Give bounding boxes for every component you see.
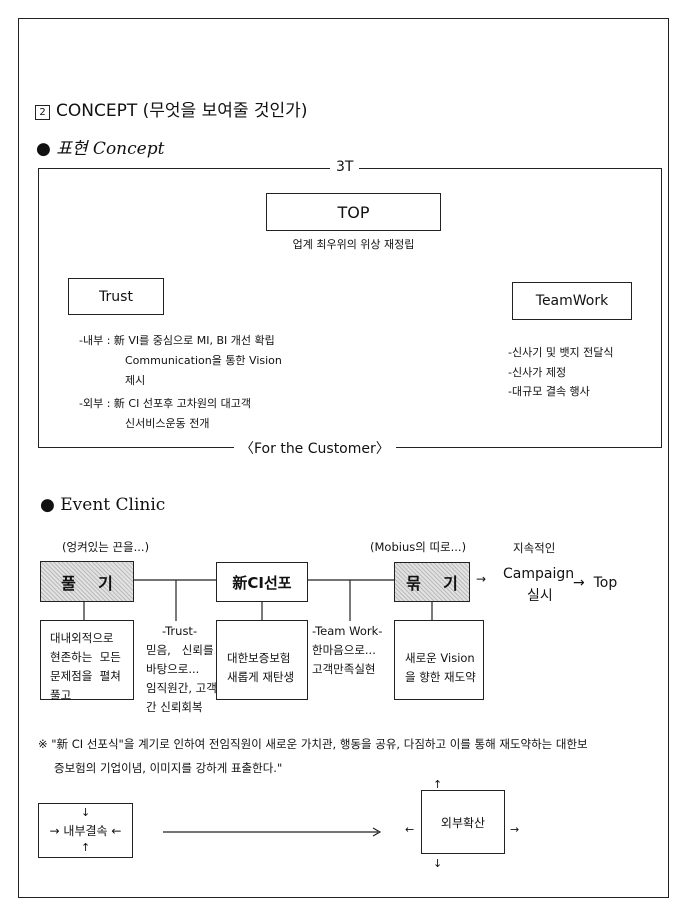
link-line: 믿음, 신뢰를 <box>146 643 214 657</box>
teamwork-line: -신사가 제정 <box>508 366 567 379</box>
note-line: ※ "新 CI 선포식"을 계기로 인하여 전임직원이 새로운 가치관, 행동을… <box>38 737 588 751</box>
link-line: 간 신뢰회복 <box>146 700 203 714</box>
link-line: 고객만족실현 <box>312 662 376 676</box>
top-box: TOP <box>266 193 441 231</box>
link-line: -Team Work- <box>312 624 383 638</box>
arrow-down-icon: ↓ <box>433 857 443 870</box>
link-line: 바탕으로... <box>146 662 200 676</box>
arrow-icon: → <box>476 572 487 586</box>
arrow-right-icon: → <box>510 823 520 836</box>
step3-box: 묶 기 <box>394 562 470 602</box>
page-border <box>18 18 669 898</box>
link-line: 임직원간, 고객 <box>146 681 217 695</box>
campaign-text2: 실시 <box>527 588 553 604</box>
trust-line: -외부 : 新 CI 선포후 고차원의 대고객 <box>79 397 252 410</box>
step2-box: 新CI선포 <box>216 562 308 602</box>
detail-line: 풀고 <box>50 688 72 702</box>
detail-line: 대내외적으로 <box>50 631 114 645</box>
section2-title-text: Event Clinic <box>60 495 166 515</box>
frame-label-customer: 〈For the Customer〉 <box>234 438 396 458</box>
page-heading: 2 CONCEPT (무엇을 보여줄 것인가) <box>35 96 307 121</box>
inner-unity-label: → 내부결속 ← <box>49 824 122 838</box>
teamwork-box: TeamWork <box>512 282 632 320</box>
section1-title-text: 표현 Concept <box>56 139 165 159</box>
final-note: 지속적인 <box>513 541 556 555</box>
trust-box: Trust <box>68 278 164 315</box>
arrow-down-icon: ↓ <box>81 806 91 819</box>
detail-line: 새로운 Vision <box>405 651 475 665</box>
detail-line: 새롭게 재탄생 <box>227 670 295 684</box>
arrow-up-icon: ↑ <box>81 841 91 854</box>
teamwork-link-text: -Team Work- 한마음으로... 고객만족실현 <box>312 622 383 679</box>
inner-unity-box: ↓ → 내부결속 ← ↑ <box>38 803 133 858</box>
step3-note: (Mobius의 띠로...) <box>370 540 467 554</box>
outer-spread-box: 외부확산 <box>421 790 505 854</box>
link-line: -Trust- <box>162 624 198 638</box>
teamwork-line: -신사기 및 뱃지 전달식 <box>508 346 614 359</box>
campaign-text: Campaign <box>503 566 575 582</box>
final-top: → Top <box>573 575 618 591</box>
heading-text: CONCEPT (무엇을 보여줄 것인가) <box>56 101 308 121</box>
trust-line: -내부 : 新 VI를 중심으로 MI, BI 개선 확립 <box>79 334 275 347</box>
trust-line: Communication을 통한 Vision <box>125 354 282 367</box>
step1-note: (엉켜있는 끈을...) <box>62 540 150 554</box>
detail-line: 문제점을 펼쳐 <box>50 669 121 683</box>
trust-link-text: -Trust- 믿음, 신뢰를 바탕으로... 임직원간, 고객 간 신뢰회복 <box>146 622 217 717</box>
step1-detail: 대내외적으로 현존하는 모든 문제점을 펼쳐 풀고 <box>40 620 134 702</box>
detail-line: 을 향한 재도약 <box>405 670 476 684</box>
arrow-up-icon: ↑ <box>433 778 443 791</box>
section1-title: ● 표현 Concept <box>36 139 165 159</box>
detail-line: 대한보증보험 <box>227 651 291 665</box>
arrow-left-icon: ← <box>405 823 415 836</box>
trust-line: 신서비스운동 전개 <box>125 417 210 430</box>
step2-detail: 대한보증보험 새롭게 재탄생 <box>216 620 308 700</box>
section-number: 2 <box>35 105 50 120</box>
frame-label-3t: 3T <box>330 159 360 175</box>
trust-line: 제시 <box>125 374 146 387</box>
top-caption: 업계 최우위의 위상 재정립 <box>292 238 415 251</box>
link-line: 한마음으로... <box>312 643 376 657</box>
step1-box: 풀 기 <box>40 561 134 602</box>
detail-line: 현존하는 모든 <box>50 650 121 664</box>
teamwork-line: -대규모 결속 행사 <box>508 385 590 398</box>
section2-title: ● Event Clinic <box>40 495 166 515</box>
note-line: 증보험의 기업이념, 이미지를 강하게 표출한다." <box>54 761 283 775</box>
step3-detail: 새로운 Vision 을 향한 재도약 <box>394 620 484 700</box>
